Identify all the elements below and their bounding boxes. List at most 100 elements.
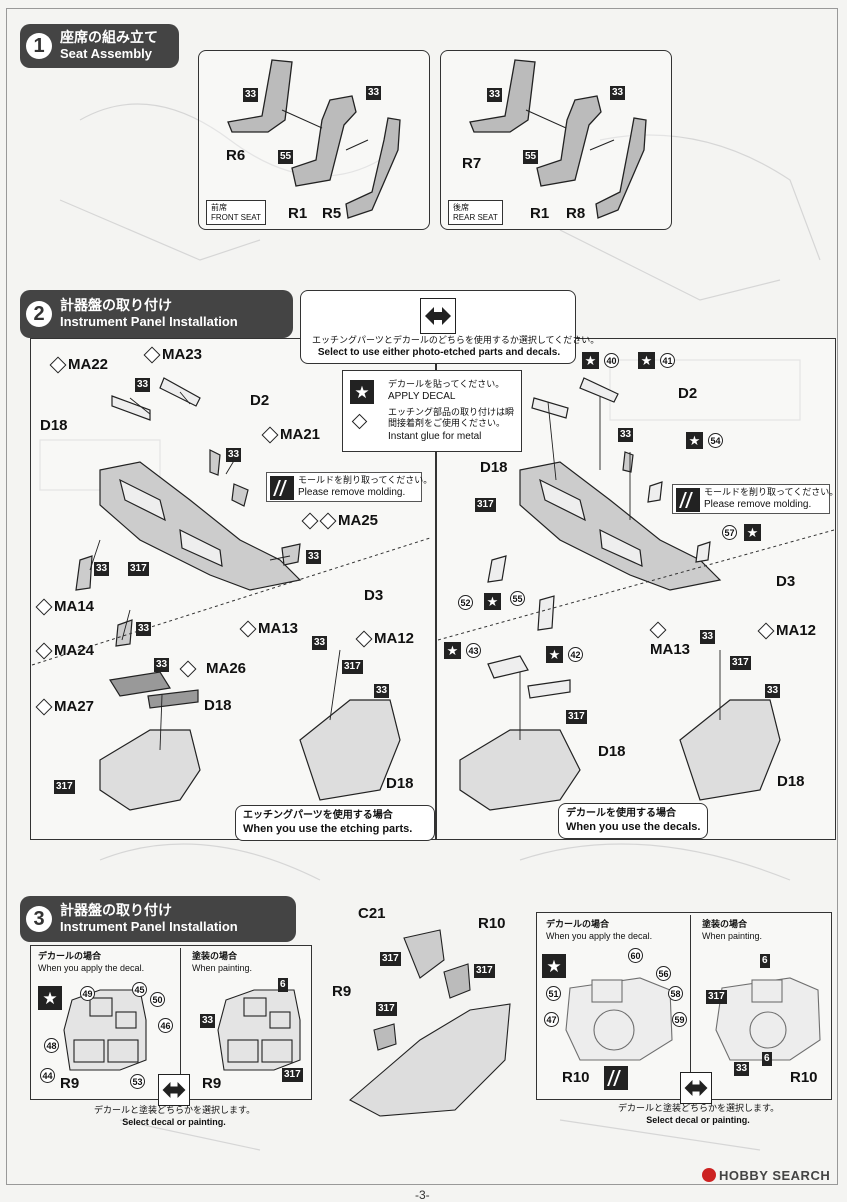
rear-seat-tag: 後席 REAR SEAT — [448, 200, 503, 226]
paint-33: 33 — [734, 1062, 750, 1076]
decal-40: 40 — [604, 353, 619, 368]
select-etch-or-decal-note: エッチングパーツとデカールのどちらを使用するか選択してください。 Select … — [312, 336, 599, 360]
decal-48: 48 — [44, 1038, 59, 1053]
paint-33-front-r1: 33 — [366, 86, 382, 100]
mold-note-right: モールドを削り取ってください。 Please remove molding. — [704, 488, 838, 512]
select-left-en: Select decal or painting. — [122, 1117, 226, 1128]
paint-33: 33 — [374, 684, 390, 698]
caption-etch-box — [235, 805, 435, 841]
step-3-right-panel — [536, 912, 832, 1100]
decal-46: 46 — [158, 1018, 173, 1033]
step-3-title-en: Instrument Panel Installation — [60, 918, 238, 934]
etch-part-icon — [604, 1066, 628, 1090]
label-ma12-right-wrap: MA12 — [758, 622, 816, 639]
decal-54: 54 — [708, 433, 723, 448]
label-r5: R5 — [322, 205, 342, 222]
front-seat-en: FRONT SEAT — [211, 212, 261, 222]
swap-arrows-icon — [158, 1074, 190, 1106]
select-left-jp: デカールと塗装どちらかを選択します。 — [94, 1106, 256, 1116]
label-ma27-wrap: MA27 — [36, 698, 94, 715]
label-ma13-wrap: MA13 — [240, 620, 298, 637]
mold-en-left: Please remove molding. — [298, 487, 406, 499]
decal-star-icon: ★ — [38, 986, 62, 1010]
select-etch-en: Select to use either photo-etched parts … — [317, 347, 561, 359]
caption-etch: エッチングパーツを使用する場合 When you use the etching… — [243, 810, 412, 836]
label-ma25-wrap: MA25 — [302, 512, 378, 529]
decal-50: 50 — [150, 992, 165, 1007]
decal-56: 56 — [656, 966, 671, 981]
watermark-logo-icon — [702, 1168, 716, 1182]
paint-33: 33 — [136, 622, 152, 636]
left-decal-case: デカールの場合 When you apply the decal. — [38, 952, 144, 975]
legend-decal-jp: デカールを貼ってください。 — [388, 380, 505, 390]
label-ma14: MA14 — [54, 598, 95, 615]
label-ma12-wrap: MA12 — [356, 630, 414, 647]
legend-glue-en: Instant glue for metal — [388, 430, 482, 442]
legend-decal-en: APPLY DECAL — [388, 391, 456, 403]
paint-33: 33 — [94, 562, 110, 576]
paint-55-rear: 55 — [523, 150, 539, 164]
mold-en-right: Please remove molding. — [704, 499, 812, 511]
left-paint-jp: 塗装の場合 — [192, 952, 238, 962]
paint-317: 317 — [342, 660, 363, 674]
decal-star-icon: ★ — [686, 432, 703, 449]
step-2-number: 2 — [26, 301, 52, 327]
caption-decal: デカールを使用する場合 When you use the decals. — [566, 808, 700, 834]
label-d2-right: D2 — [678, 385, 698, 402]
label-d18-left-b: D18 — [204, 697, 232, 714]
label-ma13: MA13 — [258, 620, 299, 637]
decal-star-icon: ★ — [638, 352, 655, 369]
decal-47: 47 — [544, 1012, 559, 1027]
decal-star-icon: ★ — [350, 380, 374, 404]
paint-317: 317 — [566, 710, 587, 724]
decal-55: 55 — [510, 591, 525, 606]
paint-317: 317 — [282, 1068, 303, 1082]
paint-33: 33 — [765, 684, 781, 698]
caption-etch-jp: エッチングパーツを使用する場合 — [243, 810, 393, 821]
label-r7: R7 — [462, 155, 482, 172]
decal-star-icon: ★ — [744, 524, 761, 541]
right-decal-en: When you apply the decal. — [546, 931, 653, 942]
paint-33-rear-r7: 33 — [487, 88, 503, 102]
label-r8: R8 — [566, 205, 586, 222]
label-d3-left: D3 — [364, 587, 384, 604]
paint-317: 317 — [380, 952, 401, 966]
step-2-header: 2 計器盤の取り付け Instrument Panel Installation — [20, 290, 293, 338]
paint-33: 33 — [154, 658, 170, 672]
page-number: -3- — [415, 1188, 430, 1202]
front-seat-jp: 前席 — [211, 203, 227, 212]
paint-33-rear-r1: 33 — [610, 86, 626, 100]
select-right-en: Select decal or painting. — [646, 1115, 750, 1126]
left-decal-en: When you apply the decal. — [38, 963, 145, 974]
decal-58: 58 — [668, 986, 683, 1001]
front-seat-tag: 前席 FRONT SEAT — [206, 200, 266, 226]
select-right-jp: デカールと塗装どちらかを選択します。 — [618, 1104, 780, 1114]
watermark: HOBBY SEARCH — [702, 1168, 830, 1183]
label-d3-right: D3 — [776, 573, 796, 590]
step-1-number: 1 — [26, 33, 52, 59]
select-decal-or-paint-left: デカールと塗装どちらかを選択します。 Select decal or paint… — [94, 1106, 256, 1129]
label-r10-decal: R10 — [562, 1069, 590, 1086]
paint-317: 317 — [730, 656, 751, 670]
label-ma26-wrap: MA26 — [180, 660, 246, 677]
label-ma25: MA25 — [338, 512, 379, 529]
step-3-header: 3 計器盤の取り付け Instrument Panel Installation — [20, 896, 296, 942]
step-2-title-en: Instrument Panel Installation — [60, 313, 238, 329]
caption-decal-jp: デカールを使用する場合 — [566, 808, 676, 819]
paint-33: 33 — [200, 1014, 216, 1028]
step-2-title-jp: 計器盤の取り付け — [60, 298, 172, 315]
step-1-title-jp: 座席の組み立て — [60, 30, 158, 47]
legend-glue-jp1: エッチング部品の取り付けは瞬 — [388, 408, 515, 418]
decal-43: 43 — [466, 643, 481, 658]
label-r9-paint: R9 — [202, 1075, 222, 1092]
label-ma12-right: MA12 — [776, 622, 817, 639]
swap-arrows-icon — [420, 298, 456, 334]
label-ma24: MA24 — [54, 642, 95, 659]
paint-317: 317 — [128, 562, 149, 576]
paint-6: 6 — [760, 954, 770, 968]
right-paint-en: When painting. — [702, 931, 763, 942]
decal-52: 52 — [458, 595, 473, 610]
step-3-number: 3 — [26, 906, 52, 932]
paint-33: 33 — [135, 378, 151, 392]
